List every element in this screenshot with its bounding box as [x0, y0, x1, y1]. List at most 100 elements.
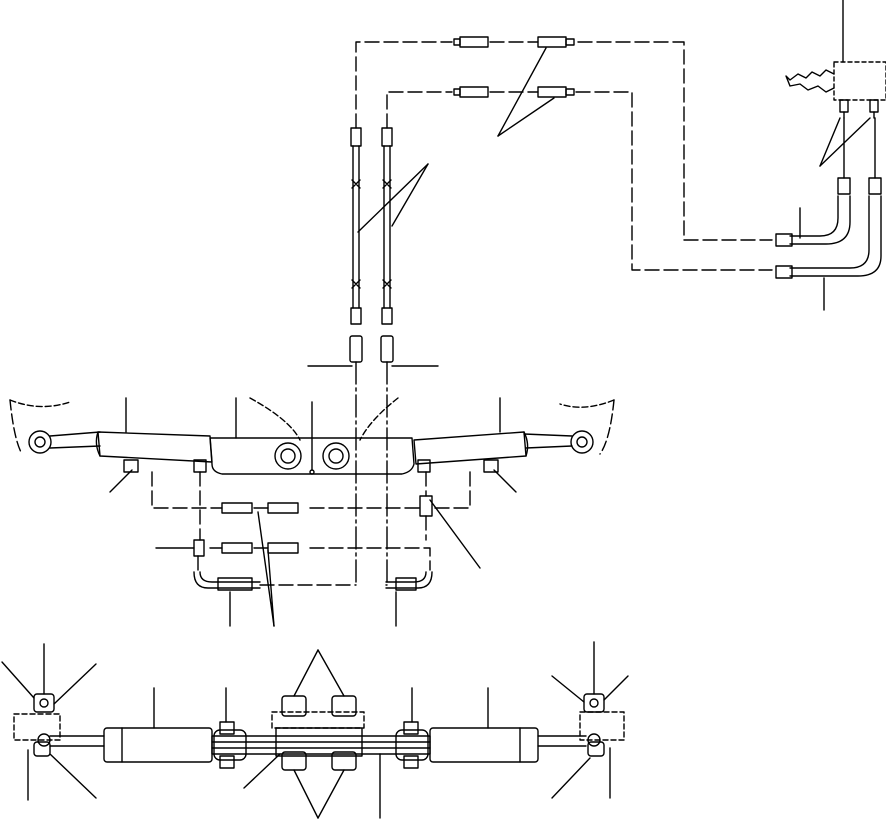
rod-eye-right: [570, 430, 594, 454]
rod-left-top: [49, 735, 105, 747]
rod-left: [49, 431, 101, 449]
coupler-fitting: [453, 38, 461, 46]
route-inner: [575, 91, 773, 271]
valve-hose-group: [775, 117, 882, 311]
coupler-fitting: [221, 542, 253, 554]
mount-bolt-left: [274, 442, 302, 470]
frame-outline-left: [9, 399, 23, 455]
leader-line: [293, 649, 319, 697]
leader-line: [497, 47, 547, 137]
cylinder-port: [483, 459, 499, 473]
cylinder-port: [417, 459, 431, 473]
clevis-right: [395, 729, 429, 761]
mount-bolt-right: [322, 442, 350, 470]
leader-line: [493, 469, 517, 493]
cylinder-left: [97, 431, 213, 463]
nut-right-top: [583, 693, 605, 713]
route-line: [309, 547, 431, 571]
hose-fitting: [395, 577, 417, 591]
mount-bolt-right-head: [328, 448, 344, 464]
valve-port-left: [839, 99, 849, 113]
vertical-hoses: [307, 127, 439, 367]
bent-hose-upper: [789, 195, 839, 237]
coupler-fitting: [565, 38, 575, 46]
route-outer: [577, 41, 773, 241]
elbow-hose-right: [385, 571, 427, 583]
rod-eye-right-top: [587, 733, 601, 747]
rod-right-top: [537, 735, 587, 747]
route-inner: [386, 91, 453, 129]
leader-line: [53, 663, 97, 705]
hose-end-fitting: [775, 233, 793, 247]
coupler-fitting: [267, 542, 299, 554]
center-bracket: [209, 437, 415, 475]
coupler-fitting: [537, 86, 567, 98]
coupler-fitting: [459, 86, 489, 98]
route-outer: [355, 41, 453, 129]
leader-line: [293, 769, 319, 819]
rod-eye-left-pin: [34, 436, 46, 448]
top-assembly-view: [1, 641, 629, 819]
valve-body: [833, 61, 886, 101]
coupler-fitting: [453, 88, 461, 96]
mount-bolt-left-head: [280, 448, 296, 464]
tee-fitting: [419, 495, 433, 517]
lower-hose-routing: [151, 471, 481, 627]
bolt-head: [219, 721, 235, 735]
leader-line: [819, 117, 871, 167]
hose-fitting: [837, 177, 851, 195]
nut-left-top-center: [39, 698, 49, 708]
bolt-head: [219, 755, 235, 769]
clamp-plate: [271, 711, 365, 729]
hose-crimp: [351, 179, 392, 189]
adapter-fitting: [349, 335, 363, 363]
leader-line: [391, 163, 429, 227]
leader-line: [497, 97, 555, 137]
leader-line: [1, 661, 35, 699]
frame-outline-left: [9, 399, 71, 408]
nut-left-bottom: [33, 741, 51, 757]
end-bracket-left: [13, 713, 61, 741]
valve-assembly: [785, 0, 886, 119]
coupler-fitting: [565, 88, 575, 96]
leader-line: [243, 753, 281, 789]
bent-hose-upper: [789, 195, 851, 245]
bolt-head: [403, 721, 419, 735]
rod-right: [523, 433, 573, 449]
nut-right-bottom: [587, 741, 605, 757]
coupler-fitting: [459, 36, 489, 48]
bent-hose-lower: [789, 195, 870, 269]
leader-line: [551, 675, 585, 703]
leader-line: [819, 117, 841, 167]
bent-hose-lower: [789, 195, 882, 277]
center-tube: [211, 735, 431, 755]
hose-fitting: [217, 577, 253, 591]
bolt-head: [403, 755, 419, 769]
elbow-hose-right: [385, 571, 433, 589]
clamp-nut: [281, 695, 307, 717]
center-routing: [355, 361, 388, 583]
cylinder-left-end: [95, 431, 101, 457]
cylinder-port: [123, 459, 139, 473]
inline-fittings-top: [453, 36, 575, 137]
elbow-hose-left: [199, 571, 261, 583]
hose-end-fitting: [775, 265, 793, 279]
leader-line: [49, 753, 97, 799]
rod-eye-left-top: [37, 733, 51, 747]
nut-right-top-center: [589, 698, 599, 708]
hose-fitting: [381, 307, 393, 325]
frame-outline-right: [559, 399, 615, 408]
hose-fitting: [868, 177, 882, 195]
frame-outline-center: [359, 397, 399, 441]
valve-linkage: [785, 69, 835, 93]
hose-fitting: [350, 307, 362, 325]
elbow-hose-left: [193, 571, 261, 589]
leader-line: [109, 469, 133, 493]
hose-crimp: [351, 279, 392, 289]
dashed-routing-top: [355, 41, 773, 271]
rod-eye-left: [28, 430, 52, 454]
clamp-nut: [331, 695, 357, 717]
coupler-fitting: [267, 502, 299, 514]
leader-line: [429, 499, 481, 569]
